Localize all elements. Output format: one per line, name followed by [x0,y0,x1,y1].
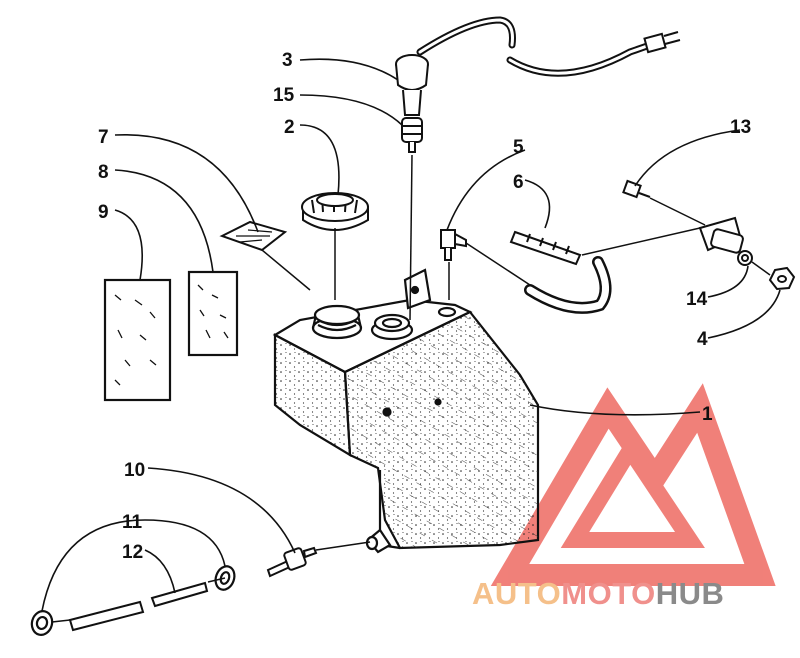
callout-2: 2 [284,117,295,138]
callout-13: 13 [730,117,751,138]
elbow-fitting [440,229,467,261]
level-sender [395,54,429,153]
callout-1: 1 [702,404,713,425]
callout-14: 14 [686,289,708,310]
filter-panel-8 [187,270,239,357]
fuel-line-fitting [266,546,318,578]
filter-panel-9 [103,278,172,402]
decal-small [219,220,288,252]
clamp-11-left [30,610,54,636]
callout-5: 5 [513,137,524,158]
callout-10: 10 [124,460,145,481]
callout-6: 6 [513,172,524,193]
vent-tube-inner [526,258,609,312]
filler-cap [301,192,369,231]
callout-labels: 3 15 2 7 8 9 5 6 13 14 4 1 10 11 12 [98,50,751,563]
callout-12: 12 [122,542,143,563]
leader-lines [41,58,781,612]
wire-connector-icon [643,31,681,54]
sender-wires-inner [418,18,652,75]
vent-hose [509,230,582,266]
callout-4: 4 [697,329,708,350]
watermark-logo-icon [490,383,776,586]
assembly-lines [51,154,771,623]
fuel-tank [272,268,540,554]
callout-11: 11 [122,512,143,533]
hose-12 [68,581,209,632]
callout-9: 9 [98,202,109,223]
sender-wires [416,16,654,77]
bracket-14 [698,216,753,266]
nut-4 [768,266,796,291]
callout-15: 15 [273,85,295,106]
vent-tube [524,256,612,314]
watermark-text: AUTOMOTOHUB [472,576,724,611]
callout-3: 3 [282,50,293,71]
callout-7: 7 [98,127,109,148]
callout-8: 8 [98,162,109,183]
